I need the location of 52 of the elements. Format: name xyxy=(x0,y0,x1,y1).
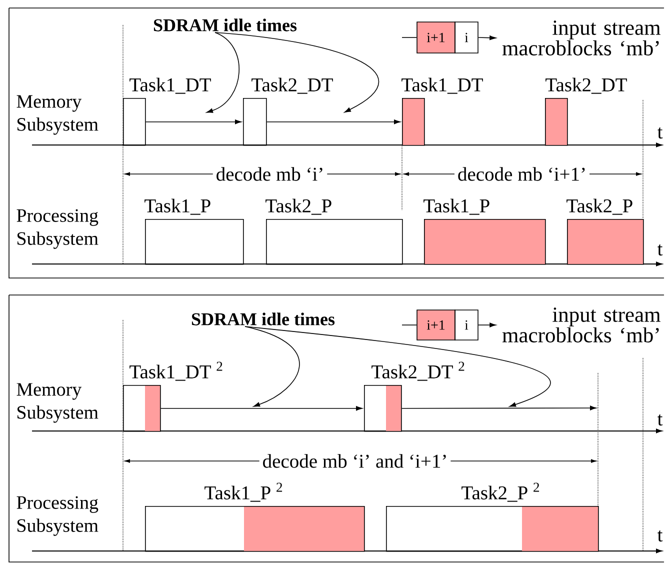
arrow xyxy=(214,32,380,113)
stream-cell: i+1 xyxy=(416,22,456,54)
arrow xyxy=(478,36,496,40)
dimension-label: decode mb ‘i+1’ xyxy=(454,164,590,184)
stream-label: input stream macroblocks ‘mb’ xyxy=(502,20,660,56)
task-box: Task1_P xyxy=(424,198,546,265)
arrow xyxy=(244,326,300,407)
dimension-label: decode mb ‘i’ xyxy=(212,164,328,184)
node-label: Task2_DT xyxy=(252,78,333,94)
task-box: Task2_DT xyxy=(243,78,333,146)
arrow xyxy=(478,322,496,328)
row-label: Memory Subsystem xyxy=(16,95,98,135)
node-label: Task2_P xyxy=(266,198,332,215)
arrow xyxy=(266,120,400,124)
stream-cell: i xyxy=(454,310,478,340)
arrow xyxy=(206,32,240,113)
arrow xyxy=(160,406,362,411)
task-box: Task1_P $^{2}$ xyxy=(145,482,365,552)
stream-label: input stream macroblocks ‘mb’ xyxy=(502,308,660,342)
axis-label: t xyxy=(657,127,663,139)
row-label: Processing Subsystem xyxy=(16,496,98,536)
node-label: Task2_DT $^{2}$ xyxy=(372,362,464,381)
task-box: Task2_P xyxy=(566,198,644,265)
task-box: Task2_DT xyxy=(545,78,627,146)
dimension-label: decode mb ‘i’ and ‘i+1’ xyxy=(259,451,451,471)
row-label: Processing Subsystem xyxy=(16,209,98,249)
axis-label: t xyxy=(657,530,663,542)
task-box: Task2_DT $^{2}$ xyxy=(364,362,464,432)
node-label: Task1_P $^{2}$ xyxy=(204,482,282,502)
callout-text: SDRAM idle times xyxy=(192,312,335,326)
node-label: Task1_DT xyxy=(130,78,211,94)
task-box: Task2_P $^{2}$ xyxy=(386,482,599,552)
task-box: Task1_DT xyxy=(123,78,211,146)
task-box: Task1_P xyxy=(144,198,244,265)
node-label: Task1_DT $^{2}$ xyxy=(130,362,222,381)
node-label: Task2_DT xyxy=(546,78,627,94)
stream-cell: i+1 xyxy=(416,310,456,340)
arrow xyxy=(244,326,551,407)
task-box: Task2_P xyxy=(266,198,403,265)
node-label: Task1_P xyxy=(144,198,210,215)
stream-cell: i xyxy=(454,22,478,54)
node-label: Task2_P xyxy=(566,198,632,215)
node-label: Task2_P $^{2}$ xyxy=(462,482,540,502)
task-box: Task1_DT xyxy=(402,78,483,146)
callout-text: SDRAM idle times xyxy=(154,18,297,32)
axis-label: t xyxy=(657,414,663,426)
task-box: Task1_DT $^{2}$ xyxy=(123,362,222,432)
arrow xyxy=(401,406,596,410)
row-label: Memory Subsystem xyxy=(16,383,98,423)
arrow xyxy=(145,120,242,124)
node-label: Task1_P xyxy=(424,198,490,215)
node-label: Task1_DT xyxy=(402,78,483,94)
